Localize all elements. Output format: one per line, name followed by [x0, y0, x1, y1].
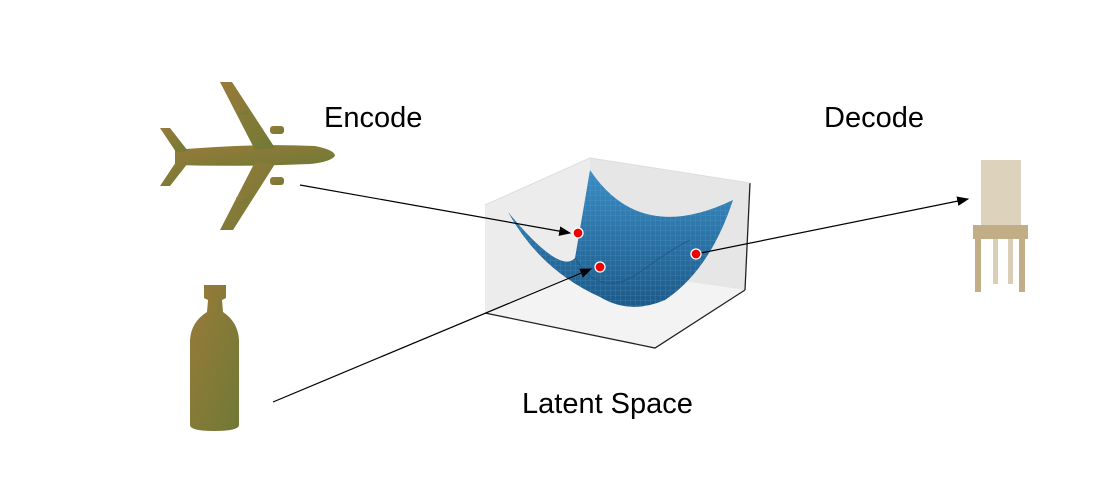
decode-label: Decode: [824, 102, 924, 134]
bottle-point-cloud: [190, 285, 239, 431]
encode-arrow-airplane: [299, 184, 572, 236]
encode-arrow-bottle: [272, 268, 593, 403]
latent-space-label: Latent Space: [522, 388, 693, 420]
latent-point-chair: [690, 248, 702, 260]
latent-point-airplane: [572, 227, 584, 239]
airplane-point-cloud: [160, 82, 335, 230]
decode-arrow-chair: [695, 196, 970, 255]
latent-space-plot: [484, 157, 751, 349]
chair-point-cloud: [973, 160, 1028, 292]
encode-label: Encode: [324, 102, 423, 134]
latent-point-bottle: [594, 261, 606, 273]
